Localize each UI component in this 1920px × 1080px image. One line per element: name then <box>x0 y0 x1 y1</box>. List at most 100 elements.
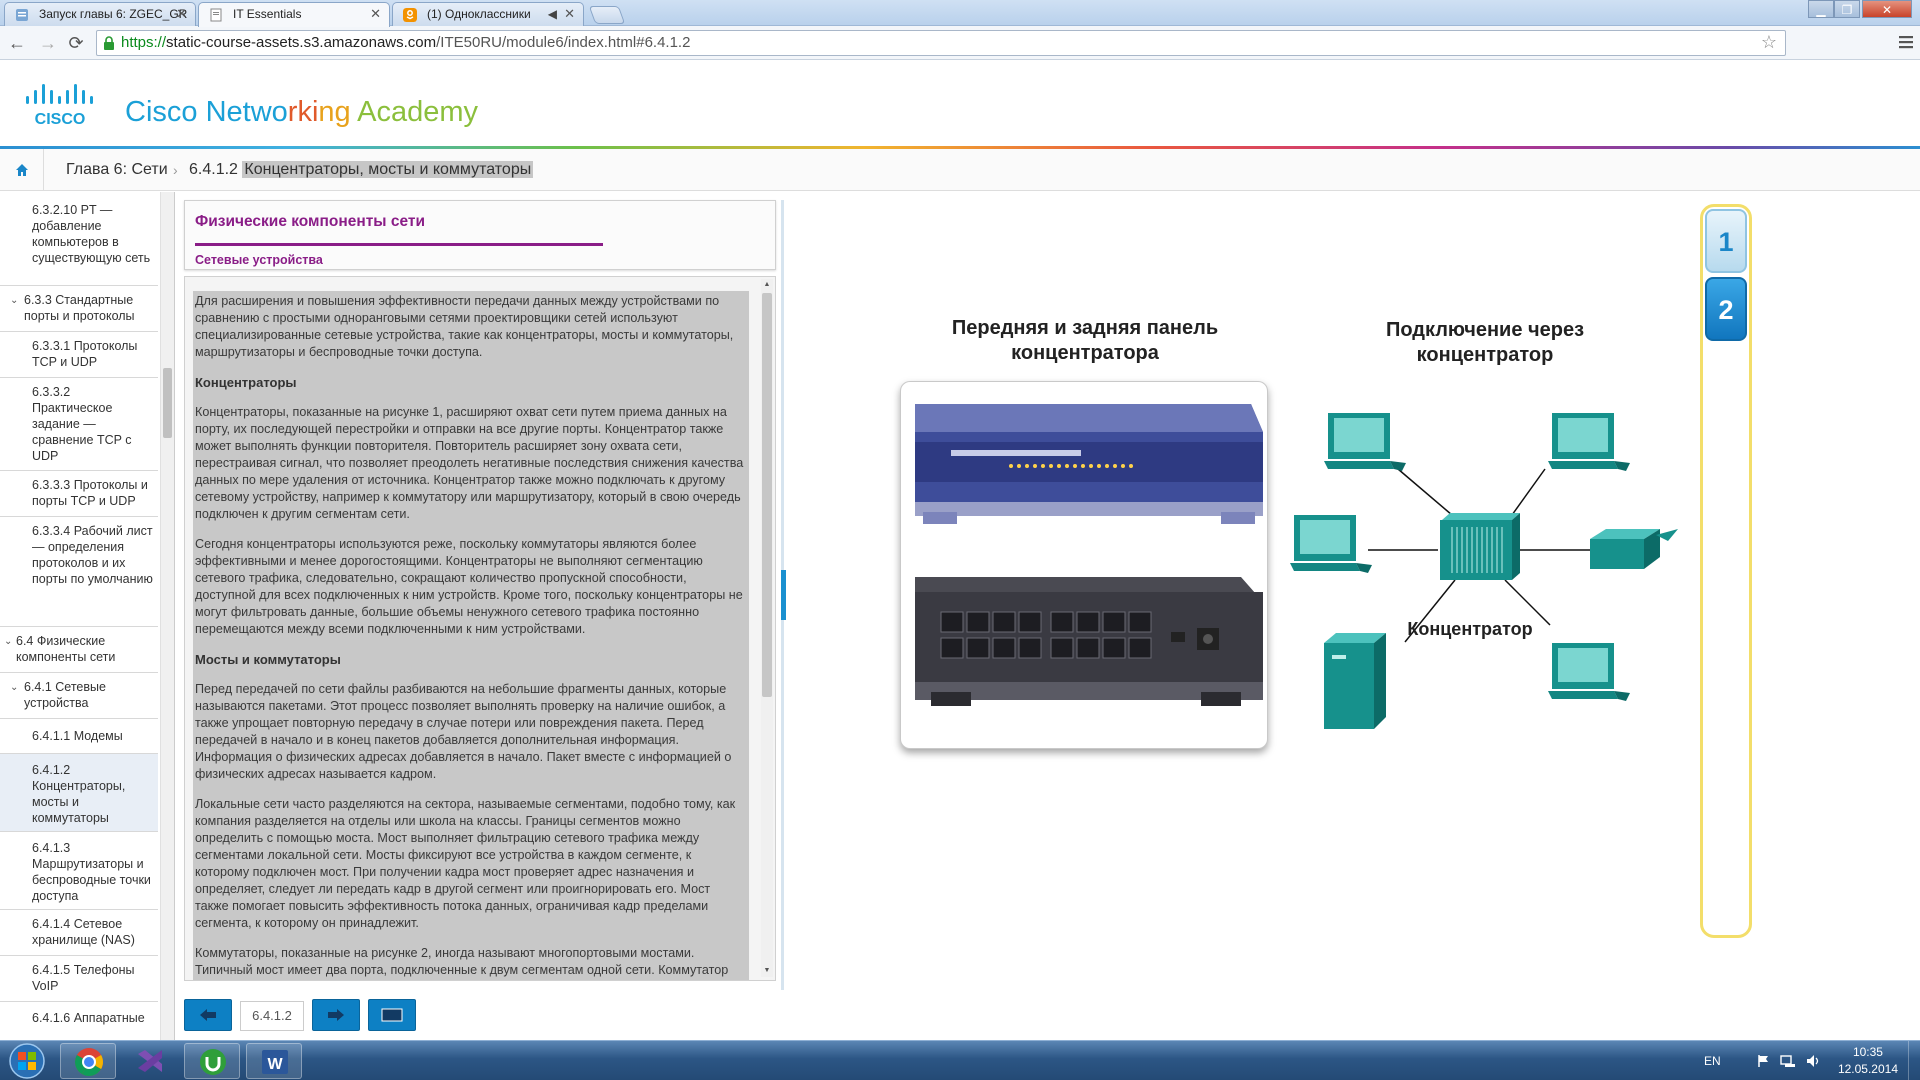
toc-item[interactable]: 6.3.3.3 Протоколы и порты TCP и UDP <box>0 471 158 517</box>
toc-item-label: 6.3.3.4 Рабочий лист — определения прото… <box>32 524 153 586</box>
chevron-down-icon: ⌄ <box>10 682 19 693</box>
system-clock[interactable]: 10:35 12.05.2014 <box>1838 1044 1898 1078</box>
utorrent-taskbar-button[interactable] <box>184 1043 240 1079</box>
content-header: Физические компоненты сети Сетевые устро… <box>184 200 776 270</box>
toc-item-label: 6.4.1.4 Сетевое хранилище (NAS) <box>32 917 135 947</box>
home-button[interactable] <box>0 149 44 191</box>
breadcrumb-section: 6.4.1.2 Концентраторы, мосты и коммутато… <box>189 149 534 191</box>
page-navigation: 6.4.1.2 <box>176 997 796 1037</box>
hub-label: Концентратор <box>1407 619 1532 639</box>
toc-item-selected[interactable]: 6.4.1.2 Концентраторы, мосты и коммутато… <box>0 754 158 832</box>
computer-icon <box>1548 643 1630 701</box>
url-host: static-course-assets.s3.amazonaws.com <box>166 34 437 51</box>
toc-item[interactable]: 6.3.3.1 Протоколы TCP и UDP <box>0 332 158 378</box>
fullscreen-button[interactable] <box>368 999 416 1031</box>
brand-text-3: ng <box>318 96 358 128</box>
close-icon[interactable]: ✕ <box>176 6 187 21</box>
url-text: https://static-course-assets.s3.amazonaw… <box>121 31 690 55</box>
toc-scrollbar-thumb[interactable] <box>163 368 172 438</box>
toc-item[interactable]: ⌄6.4.1 Сетевые устройства <box>0 673 158 719</box>
computer-icon <box>1290 515 1372 573</box>
toc-item-label: 6.3.3.3 Протоколы и порты TCP и UDP <box>32 478 148 508</box>
tab-title: (1) Одноклассники <box>427 7 531 21</box>
toc-item[interactable]: 6.4.1.3 Маршрутизаторы и беспроводные то… <box>0 832 158 910</box>
language-indicator[interactable]: EN <box>1704 1054 1721 1068</box>
word-taskbar-button[interactable]: W <box>246 1043 302 1079</box>
visual-studio-taskbar-button[interactable] <box>122 1043 178 1079</box>
volume-icon[interactable] <box>1806 1054 1822 1068</box>
hub-photo-card <box>900 381 1268 749</box>
breadcrumb-chapter[interactable]: Глава 6: Сети <box>66 161 168 178</box>
toc-item-label: 6.3.2.10 PT — добавление компьютеров в с… <box>32 203 151 265</box>
academy-title: Cisco Networking Academy <box>125 96 478 129</box>
toc-item-label: 6.4.1.6 Аппаратные <box>32 1011 145 1025</box>
new-tab-button[interactable] <box>588 6 626 24</box>
chrome-icon <box>75 1048 103 1076</box>
speaker-mute-icon[interactable]: ◀︎ <box>547 7 557 21</box>
next-page-button[interactable] <box>312 999 360 1031</box>
brand-text-1: Cisco Netwo <box>125 96 288 128</box>
back-arrow-icon[interactable]: ← <box>8 33 26 53</box>
chevron-right-icon: › <box>173 162 178 178</box>
scroll-up-arrow-icon[interactable]: ▲ <box>763 281 771 288</box>
panel-divider[interactable] <box>781 200 786 990</box>
title-underline <box>195 243 603 246</box>
toc-item-label: 6.3.3.2 Практическое задание — сравнение… <box>32 385 132 463</box>
paragraph: Перед передачей по сети файлы разбиваютс… <box>195 682 732 781</box>
maximize-button[interactable]: ❐ <box>1834 0 1860 18</box>
visual-studio-icon <box>138 1050 162 1072</box>
chrome-taskbar-button[interactable] <box>60 1043 116 1079</box>
breadcrumb-section-title: Концентраторы, мосты и коммутаторы <box>242 161 534 178</box>
browser-tab[interactable]: (1) Одноклассники ◀︎ ✕ <box>392 2 584 26</box>
brand-text-2: rki <box>287 96 319 128</box>
close-icon[interactable]: ✕ <box>370 6 381 21</box>
figure-2-button[interactable]: 2 <box>1705 277 1747 341</box>
network-icon[interactable] <box>1780 1054 1796 1068</box>
cisco-logo[interactable]: CISCO <box>24 80 104 128</box>
server-icon <box>1324 633 1386 729</box>
toc-item[interactable]: 6.4.1.4 Сетевое хранилище (NAS) <box>0 910 158 956</box>
toc-item[interactable]: ⌄6.4 Физические компоненты сети <box>0 627 158 673</box>
toc-item[interactable]: 6.3.3.2 Практическое задание — сравнение… <box>0 378 158 471</box>
breadcrumb-section-number: 6.4.1.2 <box>189 161 238 178</box>
previous-page-button[interactable] <box>184 999 232 1031</box>
forward-arrow-icon[interactable]: → <box>39 33 57 53</box>
browser-tab-active[interactable]: IT Essentials ✕ <box>198 2 390 27</box>
show-desktop-button[interactable] <box>1908 1041 1920 1080</box>
windows-start-icon[interactable] <box>4 1042 50 1080</box>
section-heading: Концентраторы <box>195 375 297 390</box>
cisco-logo-text: CISCO <box>35 111 86 128</box>
minimize-button[interactable]: ▁ <box>1808 0 1834 18</box>
clock-date: 12.05.2014 <box>1837 1062 1898 1076</box>
divider-handle[interactable] <box>781 570 786 620</box>
figure-title-right: Подключение через концентратор <box>1385 319 1585 366</box>
browser-menu-icon[interactable] <box>1898 34 1914 50</box>
close-icon[interactable]: ✕ <box>564 6 575 21</box>
close-window-button[interactable]: ✕ <box>1862 0 1912 18</box>
breadcrumb: Глава 6: Сети › 6.4.1.2 Концентраторы, м… <box>0 149 1920 191</box>
content-scrollbar-thumb[interactable] <box>762 293 772 697</box>
toc-item[interactable]: 6.4.1.1 Модемы <box>0 719 158 754</box>
toc-item[interactable]: 6.4.1.6 Аппаратные <box>0 1002 158 1040</box>
toc-item[interactable]: ⌄6.3.3 Стандартные порты и протоколы <box>0 286 158 332</box>
toc-item[interactable]: 6.3.3.4 Рабочий лист — определения прото… <box>0 517 158 627</box>
address-bar[interactable]: https://static-course-assets.s3.amazonaw… <box>96 30 1786 56</box>
toc-item[interactable]: 6.3.2.10 PT — добавление компьютеров в с… <box>0 192 158 286</box>
reload-icon[interactable]: ⟳ <box>68 33 84 53</box>
flag-icon[interactable] <box>1756 1054 1770 1068</box>
figure-1-button[interactable]: 1 <box>1705 209 1747 273</box>
computer-icon <box>1548 413 1630 471</box>
table-of-contents: 6.3.2.10 PT — добавление компьютеров в с… <box>0 192 175 1040</box>
toc-scrollbar[interactable] <box>160 192 174 1040</box>
connection-lines <box>1368 468 1590 643</box>
scroll-down-arrow-icon[interactable]: ▼ <box>763 967 771 974</box>
browser-tabstrip: Запуск главы 6: ZGEC_GR ✕ IT Essentials … <box>0 0 1920 27</box>
bookmark-star-icon[interactable]: ☆ <box>1760 32 1777 52</box>
paragraph: Сегодня концентраторы используются реже,… <box>195 537 743 636</box>
toc-item[interactable]: 6.4.1.5 Телефоны VoIP <box>0 956 158 1002</box>
page-number: 6.4.1.2 <box>240 1001 304 1031</box>
content-scrollbar[interactable]: ▲ ▼ <box>761 279 773 977</box>
odnoklassniki-icon <box>403 8 417 22</box>
browser-tab[interactable]: Запуск главы 6: ZGEC_GR ✕ <box>4 2 196 26</box>
screen-icon <box>381 1008 403 1022</box>
